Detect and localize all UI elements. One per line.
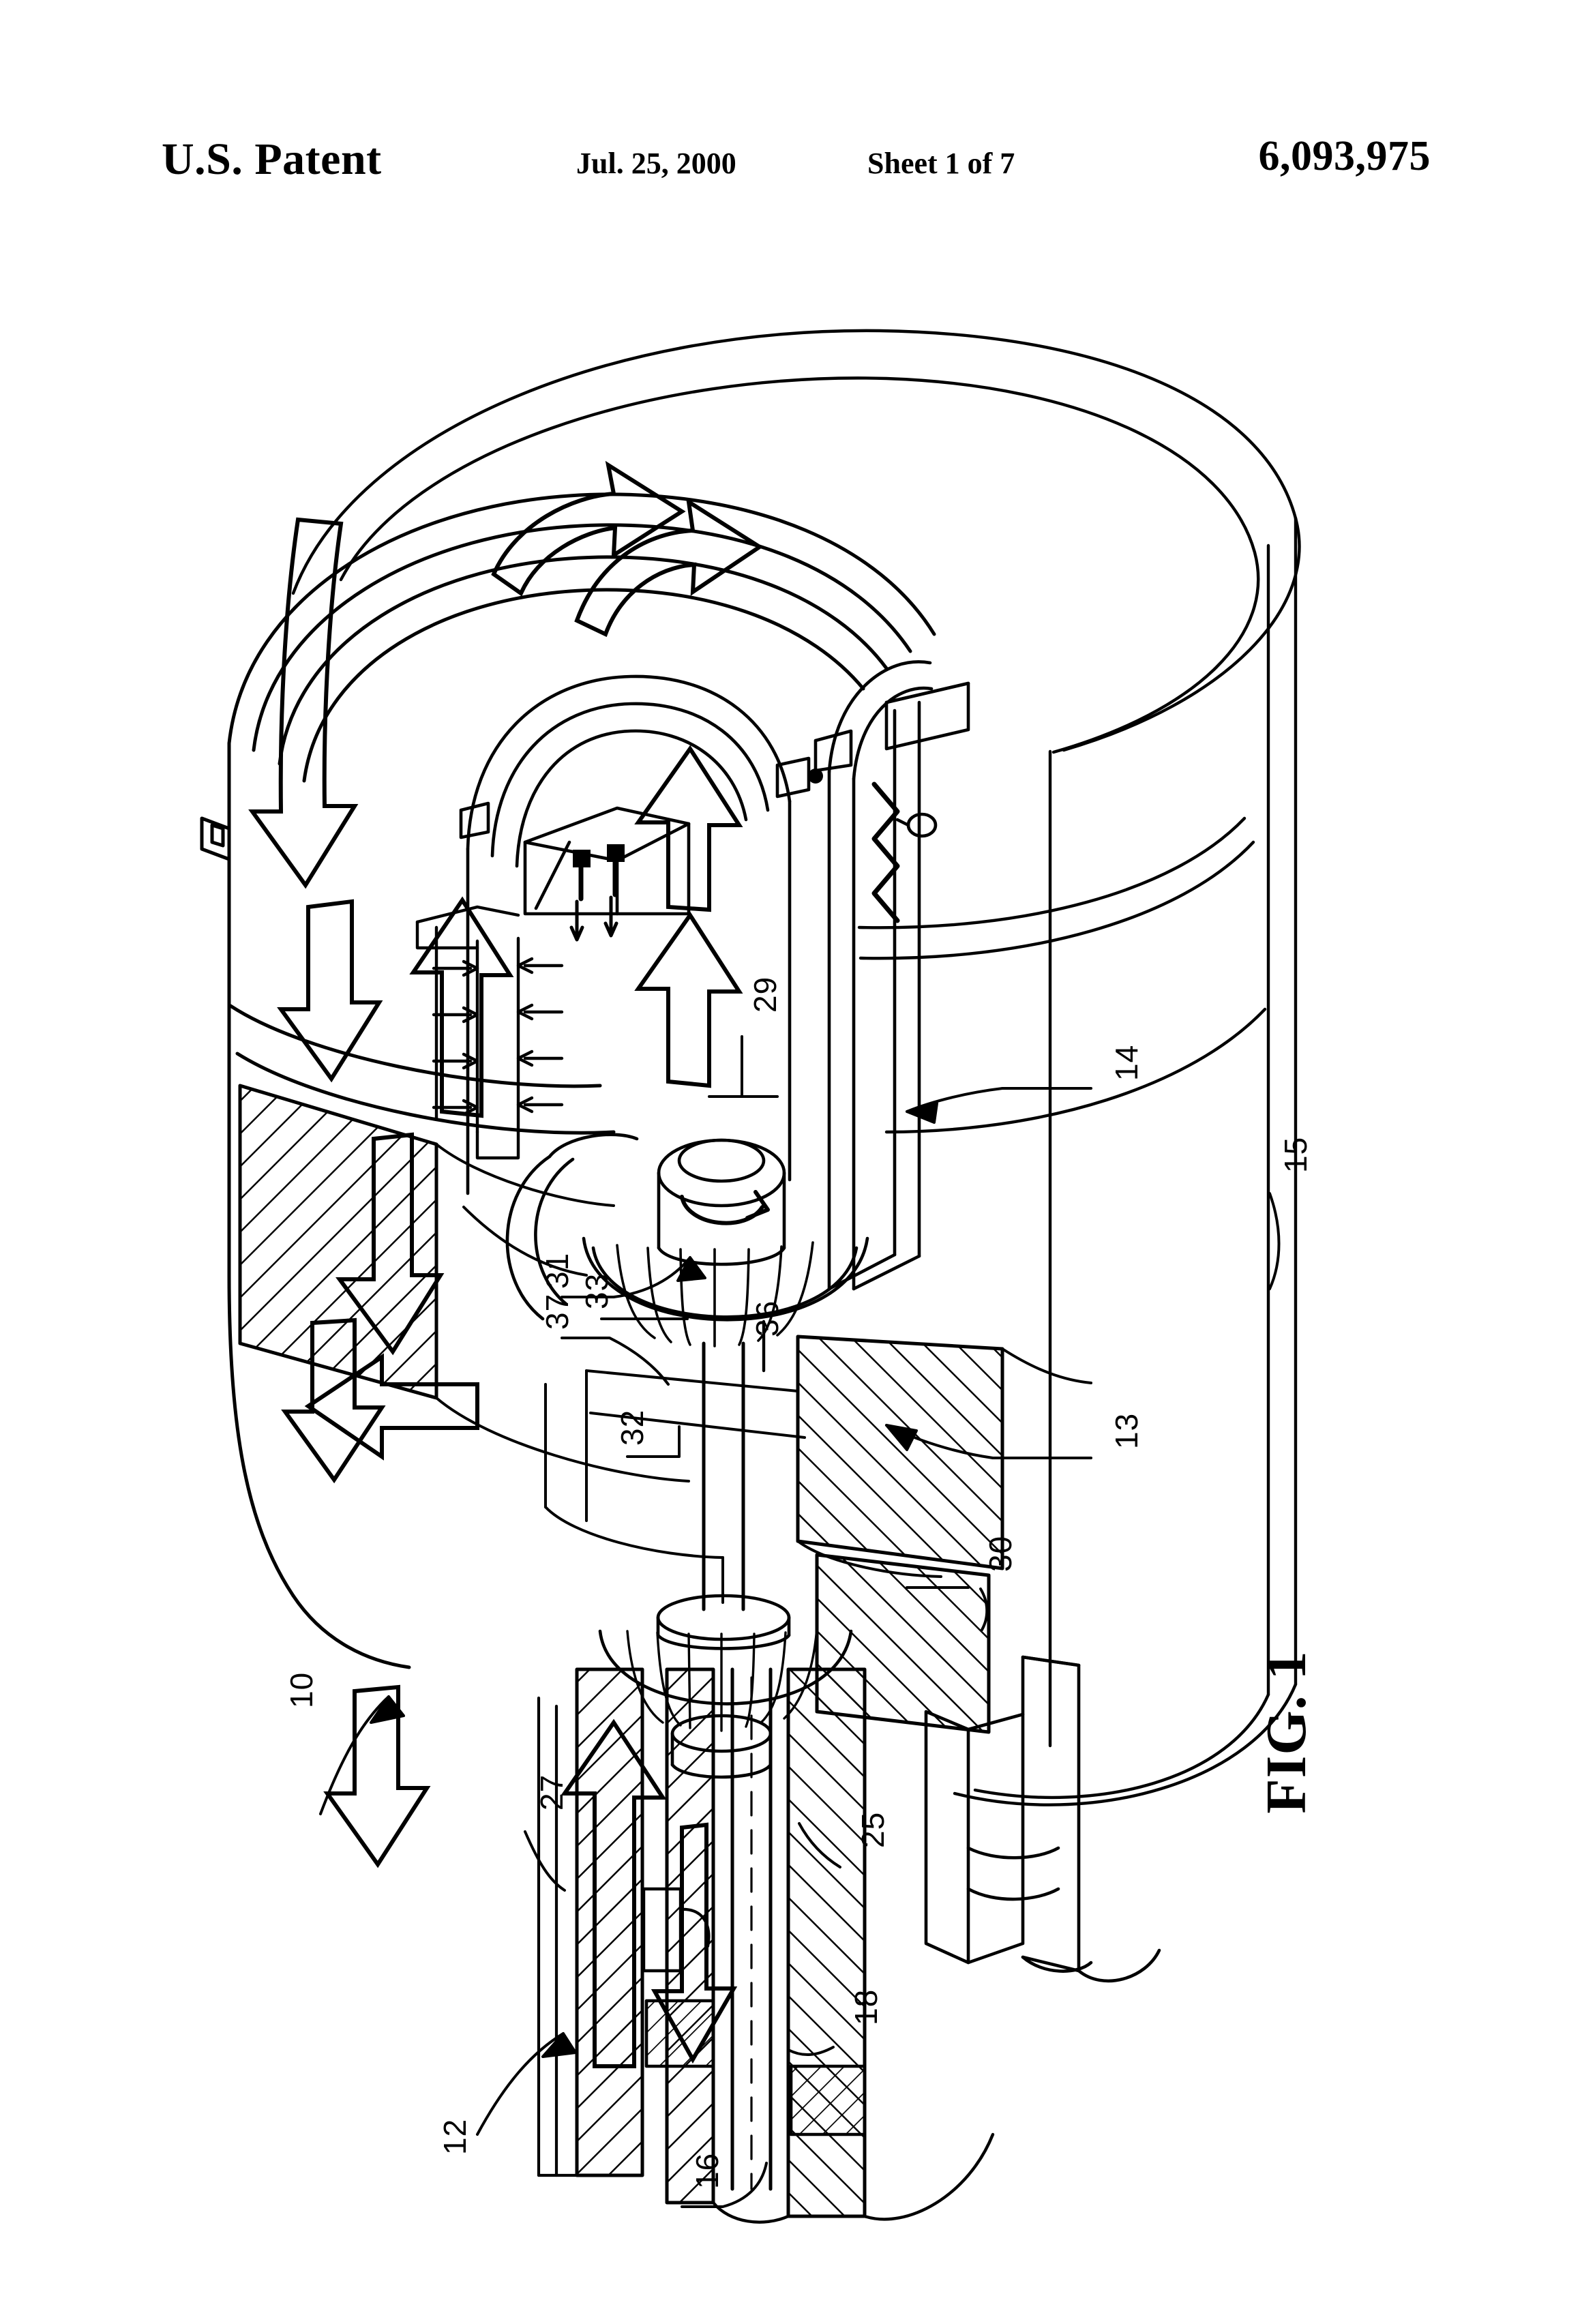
outer-housing-shell [291, 329, 1301, 1806]
fuel-injector-head [523, 806, 691, 942]
ref-numeral-15: 15 [1278, 1136, 1313, 1173]
inner-liner [459, 674, 823, 1195]
ref-numeral-31: 31 [539, 1252, 575, 1289]
inner-shield-with-spring [814, 660, 970, 1291]
patent-drawing-svg [200, 329, 1301, 2224]
patent-issue-date: Jul. 25, 2000 [576, 147, 736, 180]
ref-numeral-32: 32 [614, 1409, 650, 1446]
ref-numeral-16: 16 [689, 2152, 725, 2189]
ref-numeral-10: 10 [284, 1671, 319, 1708]
airflow-arrows [248, 460, 764, 2068]
ref-numeral-33: 33 [579, 1272, 614, 1309]
ref-numeral-37: 37 [539, 1293, 575, 1330]
ref-numeral-18: 18 [848, 1988, 884, 2025]
ref-numeral-29: 29 [747, 976, 783, 1013]
ref-numeral-13: 13 [1109, 1412, 1144, 1449]
right-sleeve-nozzle [924, 1655, 1161, 1983]
leader-lines [319, 1035, 1281, 2208]
ref-numeral-12: 12 [437, 2118, 473, 2155]
ref-numeral-14: 14 [1109, 1044, 1144, 1081]
ref-numeral-25: 25 [855, 1811, 891, 1848]
ref-numeral-30: 30 [983, 1535, 1018, 1572]
figure-drawing: 10 12 13 14 15 16 18 25 27 29 30 31 32 3… [0, 225, 1582, 2237]
ref-numeral-27: 27 [534, 1774, 569, 1811]
cutaway-outer-can [200, 492, 936, 1669]
misc-detail-seams [435, 1143, 1092, 1604]
patent-office-title: U.S. Patent [162, 134, 382, 184]
ref-numeral-36: 36 [749, 1300, 785, 1337]
sheet-number: Sheet 1 of 7 [867, 147, 1015, 180]
patent-number: 6,093,975 [1258, 133, 1431, 179]
shaft-column-section [537, 1667, 995, 2224]
recuperator-plate-stack [415, 905, 564, 1160]
sheet-header: U.S. Patent Jul. 25, 2000 Sheet 1 of 7 6… [0, 133, 1582, 209]
